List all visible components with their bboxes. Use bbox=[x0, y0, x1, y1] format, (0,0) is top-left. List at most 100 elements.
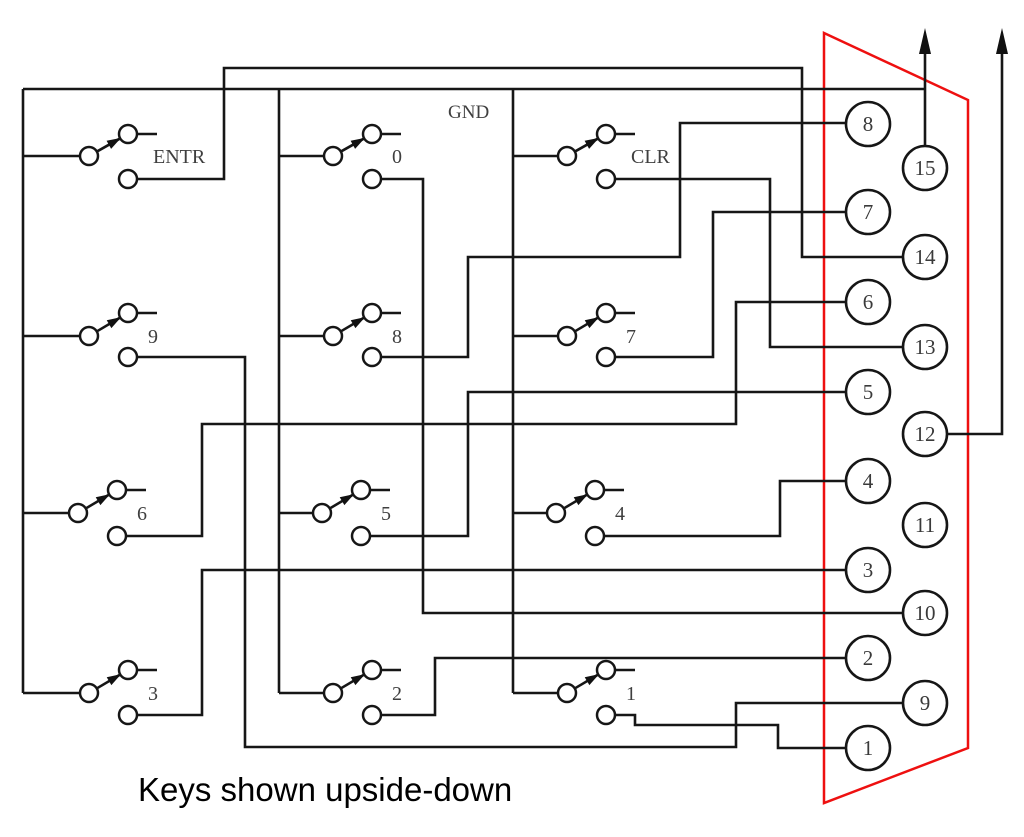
switch-arm-arrow-icon bbox=[350, 137, 366, 149]
top-contact bbox=[117, 302, 139, 324]
top-contact bbox=[584, 479, 606, 501]
pin-8: 8 bbox=[844, 100, 892, 148]
db15-connector-outline bbox=[822, 31, 970, 805]
switch-arm-arrow-icon bbox=[584, 674, 600, 686]
switch-arm-arrow-icon bbox=[106, 674, 122, 686]
key-label-1: 1 bbox=[626, 683, 636, 705]
top-contact bbox=[350, 479, 372, 501]
top-contact bbox=[361, 302, 383, 324]
switch-arm-arrow-icon bbox=[573, 494, 589, 506]
key-switch-8: 8 bbox=[279, 302, 402, 368]
key-label-9: 9 bbox=[148, 326, 158, 348]
key-label-4: 4 bbox=[615, 503, 625, 525]
pin-circle bbox=[844, 724, 892, 772]
top-contact bbox=[117, 659, 139, 681]
top-contact bbox=[117, 123, 139, 145]
pin-circle bbox=[901, 410, 949, 458]
key-label-5: 5 bbox=[381, 503, 391, 525]
wire-key8-to-pin8 bbox=[381, 121, 846, 359]
pin-9: 9 bbox=[901, 679, 949, 727]
pin-6: 6 bbox=[844, 278, 892, 326]
pin-3: 3 bbox=[844, 546, 892, 594]
key-label-7: 7 bbox=[626, 326, 636, 348]
pin-12: 12 bbox=[901, 410, 949, 458]
bottom-contact bbox=[595, 168, 617, 190]
common-terminal bbox=[78, 682, 100, 704]
pin-number: 7 bbox=[863, 200, 874, 224]
pin-circle bbox=[901, 323, 949, 371]
pin-circle bbox=[901, 501, 949, 549]
wire-key3-to-pin3 bbox=[137, 568, 846, 717]
pin-number: 13 bbox=[915, 335, 936, 359]
wire-key4-to-pin4 bbox=[604, 479, 846, 538]
pin-circle bbox=[844, 457, 892, 505]
key-switch-2: 2 bbox=[279, 659, 402, 726]
common-terminal bbox=[545, 502, 567, 524]
wire-key0-to-pin10 bbox=[381, 177, 903, 615]
pin-5: 5 bbox=[844, 368, 892, 416]
common-terminal bbox=[78, 325, 100, 347]
pin-1: 1 bbox=[844, 724, 892, 772]
common-terminal bbox=[311, 502, 333, 524]
wire-key1-to-pin1 bbox=[615, 713, 846, 750]
arrow-up-pin12-icon bbox=[996, 28, 1008, 54]
pin-circle bbox=[901, 144, 949, 192]
pin-number: 2 bbox=[863, 646, 874, 670]
common-terminal bbox=[556, 325, 578, 347]
wire-entr-to-pin14 bbox=[137, 66, 903, 259]
bottom-contact bbox=[361, 704, 383, 726]
bottom-contact bbox=[595, 704, 617, 726]
key-switch-3: 3 bbox=[23, 659, 158, 726]
bottom-contact bbox=[106, 525, 128, 547]
key-label-entr: ENTR bbox=[153, 146, 206, 168]
pin-circle bbox=[844, 546, 892, 594]
wire-key6-to-pin6 bbox=[126, 300, 846, 538]
wire-key7-to-pin7 bbox=[615, 210, 846, 359]
pin-11: 11 bbox=[901, 501, 949, 549]
bottom-contact bbox=[350, 525, 372, 547]
key-switch-4: 4 bbox=[513, 479, 625, 547]
top-contact bbox=[106, 479, 128, 501]
switch-arm-arrow-icon bbox=[584, 317, 600, 329]
pin-circle bbox=[844, 100, 892, 148]
pin-circle bbox=[844, 278, 892, 326]
pin-circle bbox=[901, 679, 949, 727]
switch-arm-arrow-icon bbox=[106, 317, 122, 329]
pin-number: 9 bbox=[920, 691, 931, 715]
pin-number: 1 bbox=[863, 736, 874, 760]
key-switch-9: 9 bbox=[23, 302, 158, 368]
pin-10: 10 bbox=[901, 589, 949, 637]
pin-circle bbox=[844, 368, 892, 416]
pin-7: 7 bbox=[844, 188, 892, 236]
key-label-8: 8 bbox=[392, 326, 402, 348]
pin-number: 8 bbox=[863, 112, 874, 136]
pin-number: 3 bbox=[863, 558, 874, 582]
top-contact bbox=[595, 123, 617, 145]
pin-number: 12 bbox=[915, 422, 936, 446]
pin-circle bbox=[844, 634, 892, 682]
pin-circle bbox=[901, 233, 949, 281]
pin-14: 14 bbox=[901, 233, 949, 281]
switch-arm-arrow-icon bbox=[350, 317, 366, 329]
wire-key9-to-pin9 bbox=[137, 355, 903, 749]
pin-2: 2 bbox=[844, 634, 892, 682]
pin-number: 4 bbox=[863, 469, 874, 493]
common-terminal bbox=[322, 145, 344, 167]
pin-number: 14 bbox=[915, 245, 937, 269]
bottom-contact bbox=[117, 704, 139, 726]
bottom-contact bbox=[595, 346, 617, 368]
switch-arm-arrow-icon bbox=[584, 137, 600, 149]
bottom-contact bbox=[117, 168, 139, 190]
key-switch-6: 6 bbox=[23, 479, 147, 547]
pin-circle bbox=[844, 188, 892, 236]
switch-arm-arrow-icon bbox=[106, 137, 122, 149]
pin-number: 5 bbox=[863, 380, 874, 404]
switch-arm-arrow-icon bbox=[339, 494, 355, 506]
bottom-contact bbox=[361, 346, 383, 368]
key-label-3: 3 bbox=[148, 683, 158, 705]
wire-pin12-external bbox=[947, 42, 1004, 436]
switch-arm-arrow-icon bbox=[350, 674, 366, 686]
pin-number: 6 bbox=[863, 290, 874, 314]
